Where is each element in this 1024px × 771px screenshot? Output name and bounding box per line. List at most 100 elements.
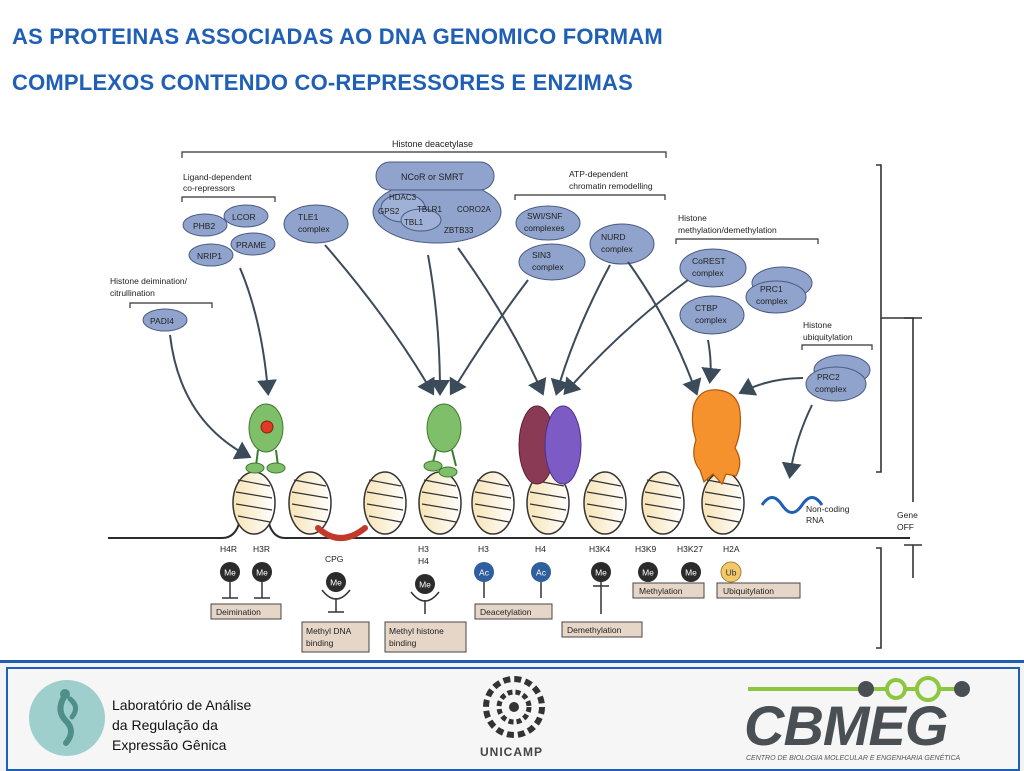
process-methyl-dna-binding: Methyl DNA binding bbox=[301, 621, 370, 653]
complex-tle1 bbox=[283, 204, 349, 244]
complex-swi-snf bbox=[515, 205, 581, 241]
cbmeg-logo-text: CBMEG bbox=[744, 694, 948, 757]
mark-h3r: H3R Me bbox=[252, 544, 272, 599]
mark-site-label: H3 bbox=[478, 544, 489, 554]
nucleosome bbox=[232, 471, 276, 535]
svg-text:Deimination: Deimination bbox=[216, 607, 261, 617]
label-tle1-1: TLE1 bbox=[298, 212, 319, 222]
label-non-coding-2: RNA bbox=[806, 515, 824, 525]
svg-text:Methyl DNA: Methyl DNA bbox=[306, 626, 352, 636]
mark-me-label: Me bbox=[256, 568, 268, 578]
label-swi-1: SWI/SNF bbox=[527, 211, 562, 221]
mark-site-label: H3 bbox=[418, 544, 429, 554]
label-swi-2: complexes bbox=[524, 223, 565, 233]
svg-text:binding: binding bbox=[306, 638, 334, 648]
mark-site-label: CPG bbox=[325, 554, 343, 564]
mark-me-label: Me bbox=[330, 578, 342, 588]
label-atp-dependent-2: chromatin remodelling bbox=[569, 181, 653, 191]
cbmeg-dna-icon bbox=[748, 676, 970, 702]
nucleosomes bbox=[232, 471, 745, 535]
label-prc1-2: complex bbox=[756, 296, 788, 306]
mark-me-label: Me bbox=[595, 568, 607, 578]
slide-title: AS PROTEINAS ASSOCIADAS AO DNA GENOMICO … bbox=[12, 14, 1012, 106]
mark-h3k4: H3K4 Me bbox=[589, 544, 611, 614]
lab-name-line-3: Expressão Gênica bbox=[112, 737, 227, 753]
label-gene-off-1: Gene bbox=[897, 510, 918, 520]
methyl-dna-linker bbox=[315, 525, 368, 541]
complex-padi4 bbox=[142, 308, 188, 332]
label-atp-dependent-1: ATP-dependent bbox=[569, 169, 629, 179]
label-ctbp-1: CTBP bbox=[695, 303, 718, 313]
process-demethylation: Demethylation bbox=[561, 621, 643, 638]
nucleosome bbox=[418, 471, 462, 535]
label-corest-1: CoREST bbox=[692, 256, 726, 266]
label-gene-off-2: OFF bbox=[897, 522, 914, 532]
mark-site-label: H4R bbox=[220, 544, 237, 554]
orange-enzyme bbox=[691, 389, 742, 486]
mark-site-label: H2A bbox=[723, 544, 740, 554]
nucleosome bbox=[288, 471, 332, 535]
title-line-1: AS PROTEINAS ASSOCIADAS AO DNA GENOMICO … bbox=[12, 24, 663, 49]
svg-text:Demethylation: Demethylation bbox=[567, 625, 622, 635]
mark-h2a: H2A Ub bbox=[720, 544, 742, 583]
mark-h4-ac: H4 Ac bbox=[531, 544, 551, 598]
label-tblr1: TBLR1 bbox=[417, 205, 442, 214]
mark-me-label: Me bbox=[642, 568, 654, 578]
mark-site-label: H3K9 bbox=[635, 544, 657, 554]
mark-ub-label: Ub bbox=[726, 568, 737, 578]
mark-me-label: Me bbox=[224, 568, 236, 578]
label-histone-ubiquitylation-1: Histone bbox=[803, 320, 832, 330]
svg-text:Methylation: Methylation bbox=[639, 586, 683, 596]
label-prame: PRAME bbox=[236, 240, 267, 250]
label-histone-deacetylase: Histone deacetylase bbox=[392, 139, 473, 149]
lab-logo bbox=[29, 680, 105, 756]
title-line-2: COMPLEXOS CONTENDO CO-REPRESSORES E ENZI… bbox=[12, 70, 634, 95]
label-tbl1: TBL1 bbox=[404, 218, 424, 227]
mark-me-label: Me bbox=[685, 568, 697, 578]
bracket-atp-dependent: ATP-dependent chromatin remodelling bbox=[514, 169, 666, 200]
process-deacetylation: Deacetylation bbox=[474, 603, 553, 620]
mark-ac-label: Ac bbox=[479, 568, 490, 578]
nucleosome bbox=[641, 471, 685, 535]
complex-lcor bbox=[223, 204, 269, 228]
svg-text:binding: binding bbox=[389, 638, 417, 648]
lab-name-line-2: da Regulação da bbox=[112, 717, 218, 733]
gene-off-bracket bbox=[876, 164, 922, 649]
label-nurd-1: NURD bbox=[601, 232, 626, 242]
label-histone-deimination-1: Histone deimination/ bbox=[110, 276, 188, 286]
process-ubiquitylation: Ubiquitylation bbox=[716, 582, 801, 599]
footer: Laboratório de Análise da Regulação da E… bbox=[0, 660, 1024, 771]
label-ligand-dependent-1: Ligand-dependent bbox=[183, 172, 252, 182]
label-prc1-1: PRC1 bbox=[760, 284, 783, 294]
mark-h3-h4: H3 H4 Me bbox=[410, 544, 440, 614]
complex-phb2 bbox=[182, 213, 228, 237]
label-prc2-1: PRC2 bbox=[817, 372, 840, 382]
complex-ncor bbox=[372, 161, 502, 244]
mark-me-label: Me bbox=[419, 580, 431, 590]
lab-name-line-1: Laboratório de Análise bbox=[112, 697, 252, 713]
non-coding-rna bbox=[760, 496, 824, 514]
svg-text:Methyl histone: Methyl histone bbox=[389, 626, 444, 636]
svg-text:Ubiquitylation: Ubiquitylation bbox=[723, 586, 774, 596]
remodeller-purple bbox=[544, 405, 582, 485]
process-deimination: Deimination bbox=[210, 603, 282, 620]
mark-site-label-2: H4 bbox=[418, 556, 429, 566]
label-non-coding-1: Non-coding bbox=[806, 504, 850, 514]
mark-site-label: H3K27 bbox=[677, 544, 703, 554]
label-ligand-dependent-2: co-repressors bbox=[183, 183, 235, 193]
complex-prc2 bbox=[805, 354, 871, 402]
bracket-histone-ubiquitylation: Histone ubiquitylation bbox=[801, 320, 873, 350]
label-histone-ubiquitylation-2: ubiquitylation bbox=[803, 332, 853, 342]
unicamp-logo bbox=[483, 676, 545, 738]
complex-ligand-corepressors bbox=[182, 204, 276, 267]
label-histone-deimination-2: citrullination bbox=[110, 288, 155, 298]
label-corest-2: complex bbox=[692, 268, 724, 278]
label-nurd-2: complex bbox=[601, 244, 633, 254]
label-hdac3: HDAC3 bbox=[389, 193, 417, 202]
svg-text:Deacetylation: Deacetylation bbox=[480, 607, 532, 617]
mark-h3k9: H3K9 Me bbox=[635, 544, 658, 582]
label-sin3-2: complex bbox=[532, 262, 564, 272]
process-methyl-histone-binding: Methyl histone binding bbox=[384, 621, 467, 653]
green-protein-1 bbox=[245, 403, 286, 474]
label-gps2: GPS2 bbox=[378, 207, 400, 216]
